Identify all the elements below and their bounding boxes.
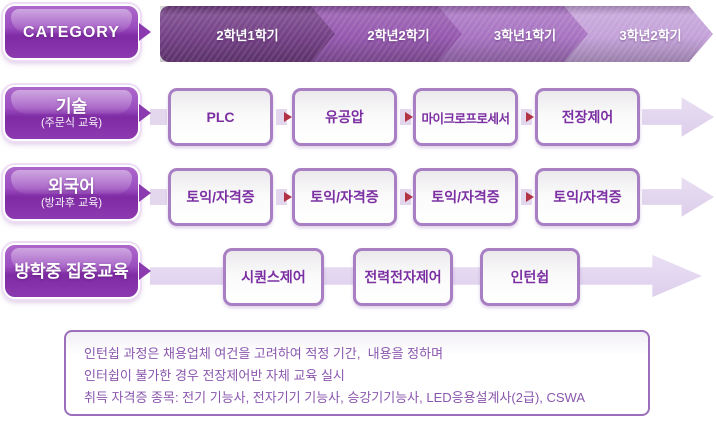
row-title: 기술 (55, 96, 88, 116)
course-box-sequence-control: 시퀀스제어 (223, 248, 324, 306)
course-label: PLC (206, 109, 235, 125)
course-label: 전력전자제어 (364, 269, 442, 285)
row-vacation-category-button: 방학중 집중교육 (3, 243, 140, 299)
semester-chevron-bar: 2학년1학기 2학년2학기 3학년1학기 3학년2학기 (160, 6, 716, 62)
course-box-toeic-2: 토익/자격증 (292, 168, 397, 226)
red-arrow-icon (284, 112, 292, 122)
course-label: 토익/자격증 (186, 189, 255, 205)
course-label: 유공압 (325, 109, 364, 125)
course-box-toeic-4: 토익/자격증 (535, 168, 640, 226)
flow-end-arrow-icon (642, 97, 714, 137)
row-tech-category-button: 기술 (주문식 교육) (3, 85, 140, 141)
row-language-category-button: 외국어 (방과후 교육) (3, 165, 140, 221)
row-subtitle: (주문식 교육) (41, 116, 102, 129)
red-arrow-icon (526, 192, 534, 202)
category-header-label: CATEGORY (23, 23, 120, 41)
connector-stub (276, 109, 287, 125)
red-arrow-icon (526, 112, 534, 122)
course-box-plc: PLC (168, 88, 273, 146)
row-vacation: 방학중 집중교육 시퀀스제어 전력전자제어 인턴쉽 (0, 243, 716, 306)
course-label: 시퀀스제어 (241, 269, 306, 285)
row-language: 외국어 (방과후 교육) 토익/자격증 토익/자격증 토익/자격증 토익/자격증 (0, 165, 716, 227)
course-label: 전장제어 (561, 109, 614, 125)
category-header-button: CATEGORY (3, 4, 140, 60)
row-title: 방학중 집중교육 (14, 261, 129, 281)
red-arrow-icon (405, 192, 413, 202)
course-box-power-electronics: 전력전자제어 (353, 248, 453, 306)
connector-stub (150, 109, 167, 125)
row-title: 외국어 (48, 176, 95, 196)
course-label: 토익/자격증 (431, 189, 500, 205)
course-box-hydraulics: 유공압 (292, 88, 397, 146)
note-line-2: 인터쉽이 불가한 경우 전장제어반 자체 교육 실시 (84, 368, 345, 383)
flow-end-arrow-icon (642, 177, 714, 217)
row-tech: 기술 (주문식 교육) PLC 유공압 마이크로프로세서 전장제어 (0, 85, 716, 147)
course-label: 토익/자격증 (310, 189, 379, 205)
row-subtitle: (방과후 교육) (41, 196, 102, 209)
semester-label: 3학년2학기 (619, 27, 682, 43)
course-box-electrical-control: 전장제어 (535, 88, 640, 146)
note-line-1: 인턴쉽 과정은 채용업체 여건을 고려하여 적정 기간, 내용을 정하며 (84, 346, 444, 361)
semester-label: 2학년2학기 (367, 27, 430, 43)
course-box-internship: 인턴쉽 (480, 248, 580, 306)
course-label: 마이크로프로세서 (421, 111, 510, 126)
red-arrow-icon (284, 192, 292, 202)
course-label: 인턴쉽 (510, 269, 550, 285)
semester-label: 2학년1학기 (216, 27, 279, 43)
semester-label: 3학년1학기 (493, 27, 557, 43)
note-box: 인턴쉽 과정은 채용업체 여건을 고려하여 적정 기간, 내용을 정하며 인터쉽… (64, 330, 650, 416)
course-box-toeic-3: 토익/자격증 (413, 168, 518, 226)
note-line-3: 취득 자격증 종목: 전기 기능사, 전자기기 기능사, 승강기기능사, LED… (84, 390, 586, 405)
connector-stub (150, 189, 167, 205)
red-arrow-icon (405, 112, 413, 122)
connector-stub (276, 189, 287, 205)
semester-segment-1: 2학년1학기 (160, 6, 335, 62)
course-box-microprocessor: 마이크로프로세서 (413, 88, 518, 146)
course-box-toeic-1: 토익/자격증 (168, 168, 273, 226)
course-label: 토익/자격증 (553, 189, 622, 205)
